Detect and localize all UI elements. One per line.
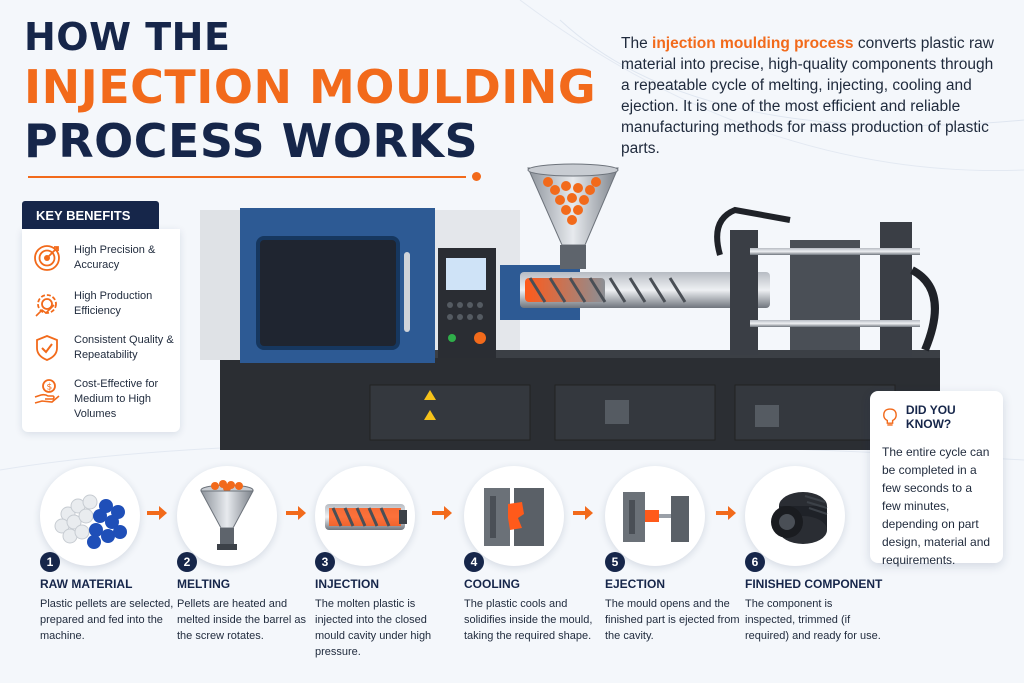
benefit-label: High Production Efficiency xyxy=(74,290,153,317)
ejection-image xyxy=(605,466,705,566)
key-benefits-heading: KEY BENEFITS xyxy=(22,201,159,229)
step-description: Plastic pellets are selected, prepared a… xyxy=(40,598,174,642)
step-title: INJECTION xyxy=(315,577,380,591)
benefit-item: $ Cost-Effective for Medium to High Volu… xyxy=(32,377,174,422)
key-benefits-panel: High Precision & Accuracy High Productio… xyxy=(22,229,180,432)
step-number: 1 xyxy=(40,552,60,572)
step-number: 2 xyxy=(177,552,197,572)
title-line-2: INJECTION MOULDING xyxy=(24,60,597,114)
step-description: The component is inspected, trimmed (if … xyxy=(745,598,881,642)
plastic-pellets-icon xyxy=(54,494,127,549)
intro-highlight: injection moulding process xyxy=(652,35,854,52)
did-you-know-text: The entire cycle can be completed in a f… xyxy=(882,445,991,567)
page-title: HOW THE INJECTION MOULDING PROCESS WORKS xyxy=(24,18,596,164)
shield-check-icon xyxy=(36,335,58,361)
title-underline-dot xyxy=(472,172,481,181)
threaded-fitting-icon xyxy=(771,492,828,544)
step-title: COOLING xyxy=(464,577,520,591)
did-you-know-heading: DID YOU KNOW? xyxy=(905,403,956,431)
target-icon xyxy=(34,245,60,271)
svg-text:$: $ xyxy=(47,383,53,393)
title-line-3: PROCESS WORKS xyxy=(24,114,479,168)
gear-chart-icon xyxy=(35,294,57,317)
step-number: 5 xyxy=(605,552,625,572)
step-description: The plastic cools and solidifies inside … xyxy=(464,598,593,642)
step-description: The molten plastic is injected into the … xyxy=(315,598,432,658)
cooling-image xyxy=(464,466,564,566)
melting-image xyxy=(177,466,277,566)
arrow-right-icon xyxy=(286,506,306,520)
finished-component-image xyxy=(745,466,845,566)
did-you-know-card: DID YOU KNOW? The entire cycle can be co… xyxy=(870,391,1003,567)
arrow-right-icon xyxy=(432,506,452,520)
did-you-know-header: DID YOU KNOW? xyxy=(882,403,993,431)
step-title: FINISHED COMPONENT xyxy=(745,577,883,591)
title-line-1: HOW THE xyxy=(24,15,231,59)
mould-icon xyxy=(484,488,544,546)
hopper-icon xyxy=(200,480,254,550)
benefit-item: Consistent Quality & Repeatability xyxy=(32,333,174,363)
step-number: 4 xyxy=(464,552,484,572)
screw-barrel-icon xyxy=(325,504,407,530)
arrow-right-icon xyxy=(147,506,167,520)
step-number: 6 xyxy=(745,552,765,572)
arrow-right-icon xyxy=(573,506,593,520)
lightbulb-icon xyxy=(883,408,897,426)
step-number: 3 xyxy=(315,552,335,572)
intro-paragraph: The injection moulding process converts … xyxy=(621,33,1006,159)
step-title: MELTING xyxy=(177,577,231,591)
injection-moulding-machine-illustration xyxy=(200,163,940,450)
title-underline xyxy=(28,176,466,178)
step-title: EJECTION xyxy=(605,577,666,591)
step-description: Pellets are heated and melted inside the… xyxy=(177,598,307,642)
intro-text-rest: converts plastic raw material into preci… xyxy=(621,35,994,157)
step-title: RAW MATERIAL xyxy=(40,577,133,591)
benefit-item: High Production Efficiency xyxy=(32,289,174,319)
benefit-item: High Precision & Accuracy xyxy=(32,243,174,273)
hand-coin-icon: $ xyxy=(34,379,60,404)
intro-text-start: The xyxy=(621,35,653,52)
benefit-label: High Precision & Accuracy xyxy=(74,244,156,271)
raw-material-image xyxy=(40,466,140,566)
step-description: The mould opens and the finished part is… xyxy=(605,598,740,642)
injection-image xyxy=(315,466,415,566)
open-mould-icon xyxy=(623,492,689,542)
benefit-label: Consistent Quality & Repeatability xyxy=(74,334,174,361)
arrow-right-icon xyxy=(716,506,736,520)
benefit-label: Cost-Effective for Medium to High Volume… xyxy=(74,378,159,420)
